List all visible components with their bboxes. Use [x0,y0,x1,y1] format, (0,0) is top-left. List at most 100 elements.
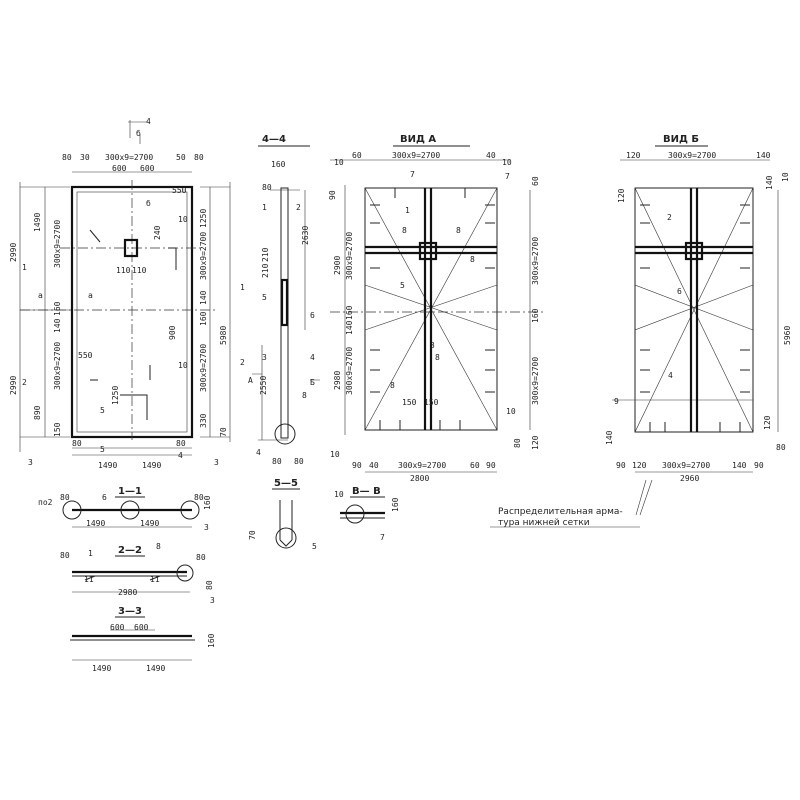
dimension-label: 5 [400,281,405,290]
dimension-label: 140 [199,290,208,305]
dimension-label: по2 [38,498,53,507]
dimension-label: 80 [194,153,204,162]
dimension-label: 3 [210,596,215,605]
dimension-label: 330 [199,413,208,428]
note-line-2: тура нижней сетки [498,518,590,528]
dimension-label: 8 [435,353,440,362]
dimension-label: 210 [261,247,270,262]
dimension-label: 160 [391,497,400,512]
dimension-label: 120 [626,151,641,160]
dimension-label: а [88,291,93,300]
dimension-label: 4 [178,451,183,460]
dimension-label: 10 [178,215,188,224]
dimension-label: 1490 [33,213,42,232]
dimension-label: 80 [194,493,204,502]
section-4-4 [252,145,320,445]
dimension-label: 90 [328,190,337,200]
dimension-label: 5 [100,406,105,415]
dimension-label: 300x9=2700 [345,232,354,280]
dimension-label: а [38,291,43,300]
dimension-label: 550 [78,351,93,360]
dimension-label: 150 [424,398,439,407]
dimension-label: 6 [677,287,682,296]
dimension-label: 300x9=2700 [531,357,540,405]
dimension-label: 80 [776,443,786,452]
dimension-label: 60 [531,176,540,186]
dimension-label: 160 [345,305,354,320]
section-v-v [340,496,385,524]
dimension-label: 600 [134,623,149,632]
dimension-label: 60 [470,461,480,470]
dimension-label: 110 [116,266,131,275]
dimension-label: 300x9=2700 [105,153,153,162]
section-v-v-title: В— В [352,486,381,497]
dimension-label: 10 [506,407,516,416]
dimension-label: 3 [262,353,267,362]
dimension-label: 900 [168,325,177,340]
dimension-label: 160 [271,160,286,169]
dimension-label: 2 [296,203,301,212]
dimension-label: 2900 [333,256,342,275]
dimension-label: 1 [22,263,27,272]
dimension-label: 140 [732,461,747,470]
dimension-label: 80 [72,439,82,448]
section-2-2 [72,555,194,593]
dimension-label: 80 [196,553,206,562]
dimension-label: 70 [248,530,257,540]
dimension-label: 5 [100,445,105,454]
dimension-label: 3 [28,458,33,467]
section-2-2-title: 2—2 [118,545,142,556]
dimension-label: б [146,198,151,208]
dimension-label: 4 [146,117,151,126]
dimension-label: 70 [219,427,228,437]
dimension-label: 8 [402,226,407,235]
dimension-label: б [136,128,141,138]
dimension-label: 2550 [259,376,268,395]
dimension-label: 10 [334,490,344,499]
dimension-label: 90 [486,461,496,470]
dimension-label: 110 [132,266,147,275]
dimension-label: 1490 [140,519,159,528]
section-5-5 [272,488,300,549]
dimension-label: 3 [430,341,435,350]
dimension-label: 80 [62,153,72,162]
dimension-label: 80 [205,580,214,590]
dimension-label: 9 [614,397,619,406]
dimension-label: 80 [176,439,186,448]
dimension-label: 1250 [199,209,208,228]
dimension-label: 7 [505,172,510,181]
dimension-label: 11 [150,575,160,584]
dimension-label: 210 [261,263,270,278]
dimension-label: 5 [312,542,317,551]
dimension-label: 4 [256,448,261,457]
dimension-label: 30 [80,153,90,162]
view-b-title: ВИД Б [663,134,699,145]
dimension-label: 11 [84,575,94,584]
dimension-label: 10 [502,158,512,167]
dimension-label: 1250 [111,386,120,405]
dimension-label: 7 [380,533,385,542]
dimension-label: 240 [153,225,162,240]
dimension-label: 80 [262,183,272,192]
dimension-label: 600 [112,164,127,173]
dimension-label: 2 [667,213,672,222]
dimension-label: Б [310,378,315,387]
dimension-label: 300x9=2700 [662,461,710,470]
dimension-label: 1490 [86,519,105,528]
dimension-label: 1490 [98,461,117,470]
section-5-5-title: 5—5 [274,478,298,489]
dimension-label: 10 [334,158,344,167]
dimension-label: 150 [53,422,62,437]
dimension-label: 6 [310,311,315,320]
dimension-label: 3 [214,458,219,467]
dimension-label: 140 [605,430,614,445]
dimension-label: 8 [390,381,395,390]
dimension-label: 300x9=2700 [53,342,62,390]
dimension-label: 1 [405,206,410,215]
dimension-label: 80 [294,457,304,466]
dimension-label: 140 [765,175,774,190]
dimension-label: 90 [616,461,626,470]
dimension-label: 8 [302,391,307,400]
dimension-label: 2990 [9,243,18,262]
section-1-1-title: 1—1 [118,486,142,497]
